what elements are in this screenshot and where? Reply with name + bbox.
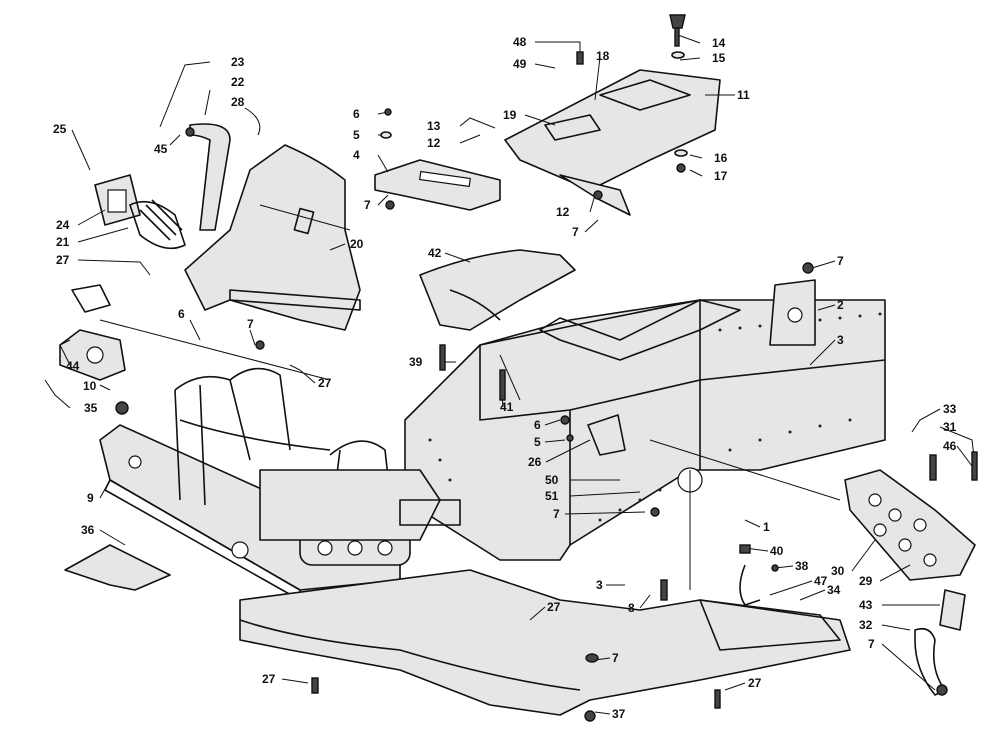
- part-label-5: 5: [534, 435, 541, 449]
- part-label-1: 1: [763, 520, 770, 534]
- console-panel: [184, 144, 361, 331]
- part-label-7: 7: [364, 198, 371, 212]
- part-label-42: 42: [428, 246, 442, 260]
- part-label-51: 51: [545, 489, 559, 503]
- part-label-8: 8: [628, 601, 635, 615]
- part-label-34: 34: [827, 583, 841, 597]
- part-label-2: 2: [837, 298, 844, 312]
- part-label-36: 36: [81, 523, 95, 537]
- part-label-21: 21: [56, 235, 70, 249]
- handle-32: [914, 627, 946, 696]
- part-label-18: 18: [596, 49, 610, 63]
- part-label-31: 31: [943, 420, 957, 434]
- leader-lines: [44, 34, 976, 715]
- front-frame-assembly: [99, 367, 461, 601]
- plate-26: [587, 414, 626, 456]
- part-label-39: 39: [409, 355, 423, 369]
- bracket-strap: [189, 123, 231, 231]
- part-label-25: 25: [53, 122, 67, 136]
- part-label-35: 35: [84, 401, 98, 415]
- part-label-4: 4: [353, 148, 360, 162]
- part-label-7: 7: [553, 507, 560, 521]
- part-label-3: 3: [837, 333, 844, 347]
- part-label-29: 29: [859, 574, 873, 588]
- part-label-7: 7: [868, 637, 875, 651]
- part-label-32: 32: [859, 618, 873, 632]
- part-label-48: 48: [513, 35, 527, 49]
- belly-pan: [239, 569, 851, 716]
- part-label-7: 7: [612, 651, 619, 665]
- part-number-labels: 23 22 28 25 45 24 21 27 20 44 6 7 27 10 …: [53, 35, 957, 721]
- part-label-30: 30: [831, 564, 845, 578]
- footrest-plate: [844, 469, 976, 581]
- part-label-23: 23: [231, 55, 245, 69]
- part-label-33: 33: [943, 402, 957, 416]
- part-label-16: 16: [714, 151, 728, 165]
- part-label-7: 7: [247, 317, 254, 331]
- part-label-12: 12: [556, 205, 570, 219]
- cable-47: [739, 564, 761, 606]
- part-label-17: 17: [714, 169, 728, 183]
- part-label-45: 45: [154, 142, 168, 156]
- part-label-22: 22: [231, 75, 245, 89]
- part-label-49: 49: [513, 57, 527, 71]
- air-intake-boot: [94, 174, 186, 250]
- steering-plate: [504, 69, 721, 216]
- part-label-28: 28: [231, 95, 245, 109]
- part-label-27: 27: [262, 672, 276, 686]
- part-label-27: 27: [748, 676, 762, 690]
- main-frame: [404, 299, 886, 561]
- part-label-40: 40: [770, 544, 784, 558]
- part-label-3: 3: [596, 578, 603, 592]
- strap-43: [939, 589, 966, 631]
- part-label-12: 12: [427, 136, 441, 150]
- part-label-5: 5: [353, 128, 360, 142]
- part-label-37: 37: [612, 707, 626, 721]
- heat-shield: [419, 249, 576, 331]
- bracket-4: [374, 159, 501, 211]
- plate-2: [769, 279, 816, 346]
- part-label-44: 44: [66, 359, 80, 373]
- part-label-6: 6: [353, 107, 360, 121]
- part-label-14: 14: [712, 36, 726, 50]
- part-label-20: 20: [350, 237, 364, 251]
- part-label-47: 47: [814, 574, 828, 588]
- part-label-6: 6: [534, 418, 541, 432]
- part-label-27: 27: [318, 376, 332, 390]
- part-label-24: 24: [56, 218, 70, 232]
- part-label-11: 11: [737, 88, 750, 102]
- mount-plate-left: [59, 284, 126, 381]
- plate-36: [64, 544, 171, 591]
- part-label-46: 46: [943, 439, 957, 453]
- part-label-7: 7: [837, 254, 844, 268]
- part-label-38: 38: [795, 559, 809, 573]
- fasteners: [115, 14, 978, 722]
- part-label-6: 6: [178, 307, 185, 321]
- part-label-50: 50: [545, 473, 559, 487]
- part-label-43: 43: [859, 598, 873, 612]
- part-label-27: 27: [56, 253, 70, 267]
- part-label-7: 7: [572, 225, 579, 239]
- part-label-10: 10: [83, 379, 97, 393]
- part-label-9: 9: [87, 491, 94, 505]
- part-label-41: 41: [500, 400, 514, 414]
- part-label-19: 19: [503, 108, 517, 122]
- part-label-13: 13: [427, 119, 441, 133]
- part-label-26: 26: [528, 455, 542, 469]
- part-label-27: 27: [547, 600, 561, 614]
- part-label-15: 15: [712, 51, 726, 65]
